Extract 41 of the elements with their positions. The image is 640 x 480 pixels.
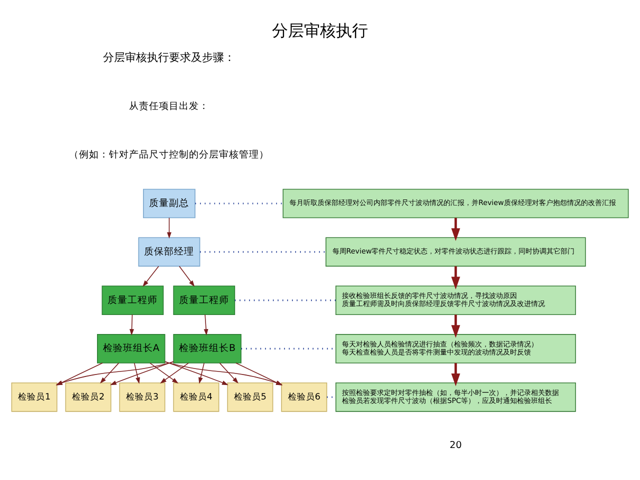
label: 从责任项目出发：	[129, 101, 210, 112]
node-box: 质量工程师	[102, 286, 164, 315]
node-box: 接收检验班组长反馈的零件尺寸波动情况，寻找波动原因 质量工程师需及时向质保部经理反馈零件尺寸波动情况及改进情况	[335, 286, 576, 315]
arrow	[134, 362, 140, 384]
arrow	[219, 362, 238, 384]
diagram-title: 分层审核执行	[272, 21, 368, 40]
arrow	[198, 362, 204, 384]
node-box: 质量工程师	[173, 286, 236, 315]
arrow	[110, 361, 174, 386]
arrow	[56, 361, 174, 385]
arrow	[100, 362, 120, 384]
node-box: 检验员1	[11, 382, 58, 412]
arrow	[451, 363, 460, 386]
node-box: 每月听取质保部经理对公司内部零件尺寸波动情况的汇报，并Review质保经理对客户抱怨情况的改善汇报	[282, 188, 629, 218]
node-box: 检验班组长B	[173, 334, 242, 364]
node-box: 质量副总	[143, 188, 196, 218]
arrow	[160, 362, 189, 384]
arrow	[130, 314, 134, 336]
arrow	[178, 266, 195, 287]
node-box: 每周Review零件尺寸稳定状态，对零件波动状态进行跟踪，同时协调其它部门	[326, 237, 586, 267]
arrow	[142, 266, 160, 287]
arrow	[451, 266, 460, 290]
node-box: 按照检验要求定时对零件抽检（如，每半小时一次），并记录相关数据 检验员若发现零件尺寸波动（根据SPC等），应及时通知检验班组长	[335, 382, 576, 412]
label: 分层审核执行要求及步骤：	[103, 51, 236, 64]
node-box: 每天对检验人员检验情况进行抽查（检验频次，数据记录情况） 每天检查检验人员是否将零件测量中发现的波动情况及时反馈	[335, 334, 576, 364]
node-box: 检验员4	[173, 382, 220, 412]
arrow	[150, 362, 178, 384]
arrow	[56, 362, 103, 386]
node-box: 质保部经理	[138, 237, 200, 267]
node-box: 检验员5	[227, 382, 274, 412]
node-box: 检验员6	[281, 382, 328, 412]
arrow	[164, 361, 228, 386]
label: 20	[450, 440, 462, 451]
node-box: 检验班组长A	[97, 334, 166, 364]
label: （例如：针对产品尺寸控制的分层审核管理）	[69, 150, 270, 161]
arrow	[166, 217, 172, 239]
arrow	[451, 218, 460, 242]
arrow	[451, 314, 460, 338]
arrow	[204, 314, 208, 336]
node-box: 检验员2	[65, 382, 112, 412]
node-box: 检验员3	[119, 382, 166, 412]
